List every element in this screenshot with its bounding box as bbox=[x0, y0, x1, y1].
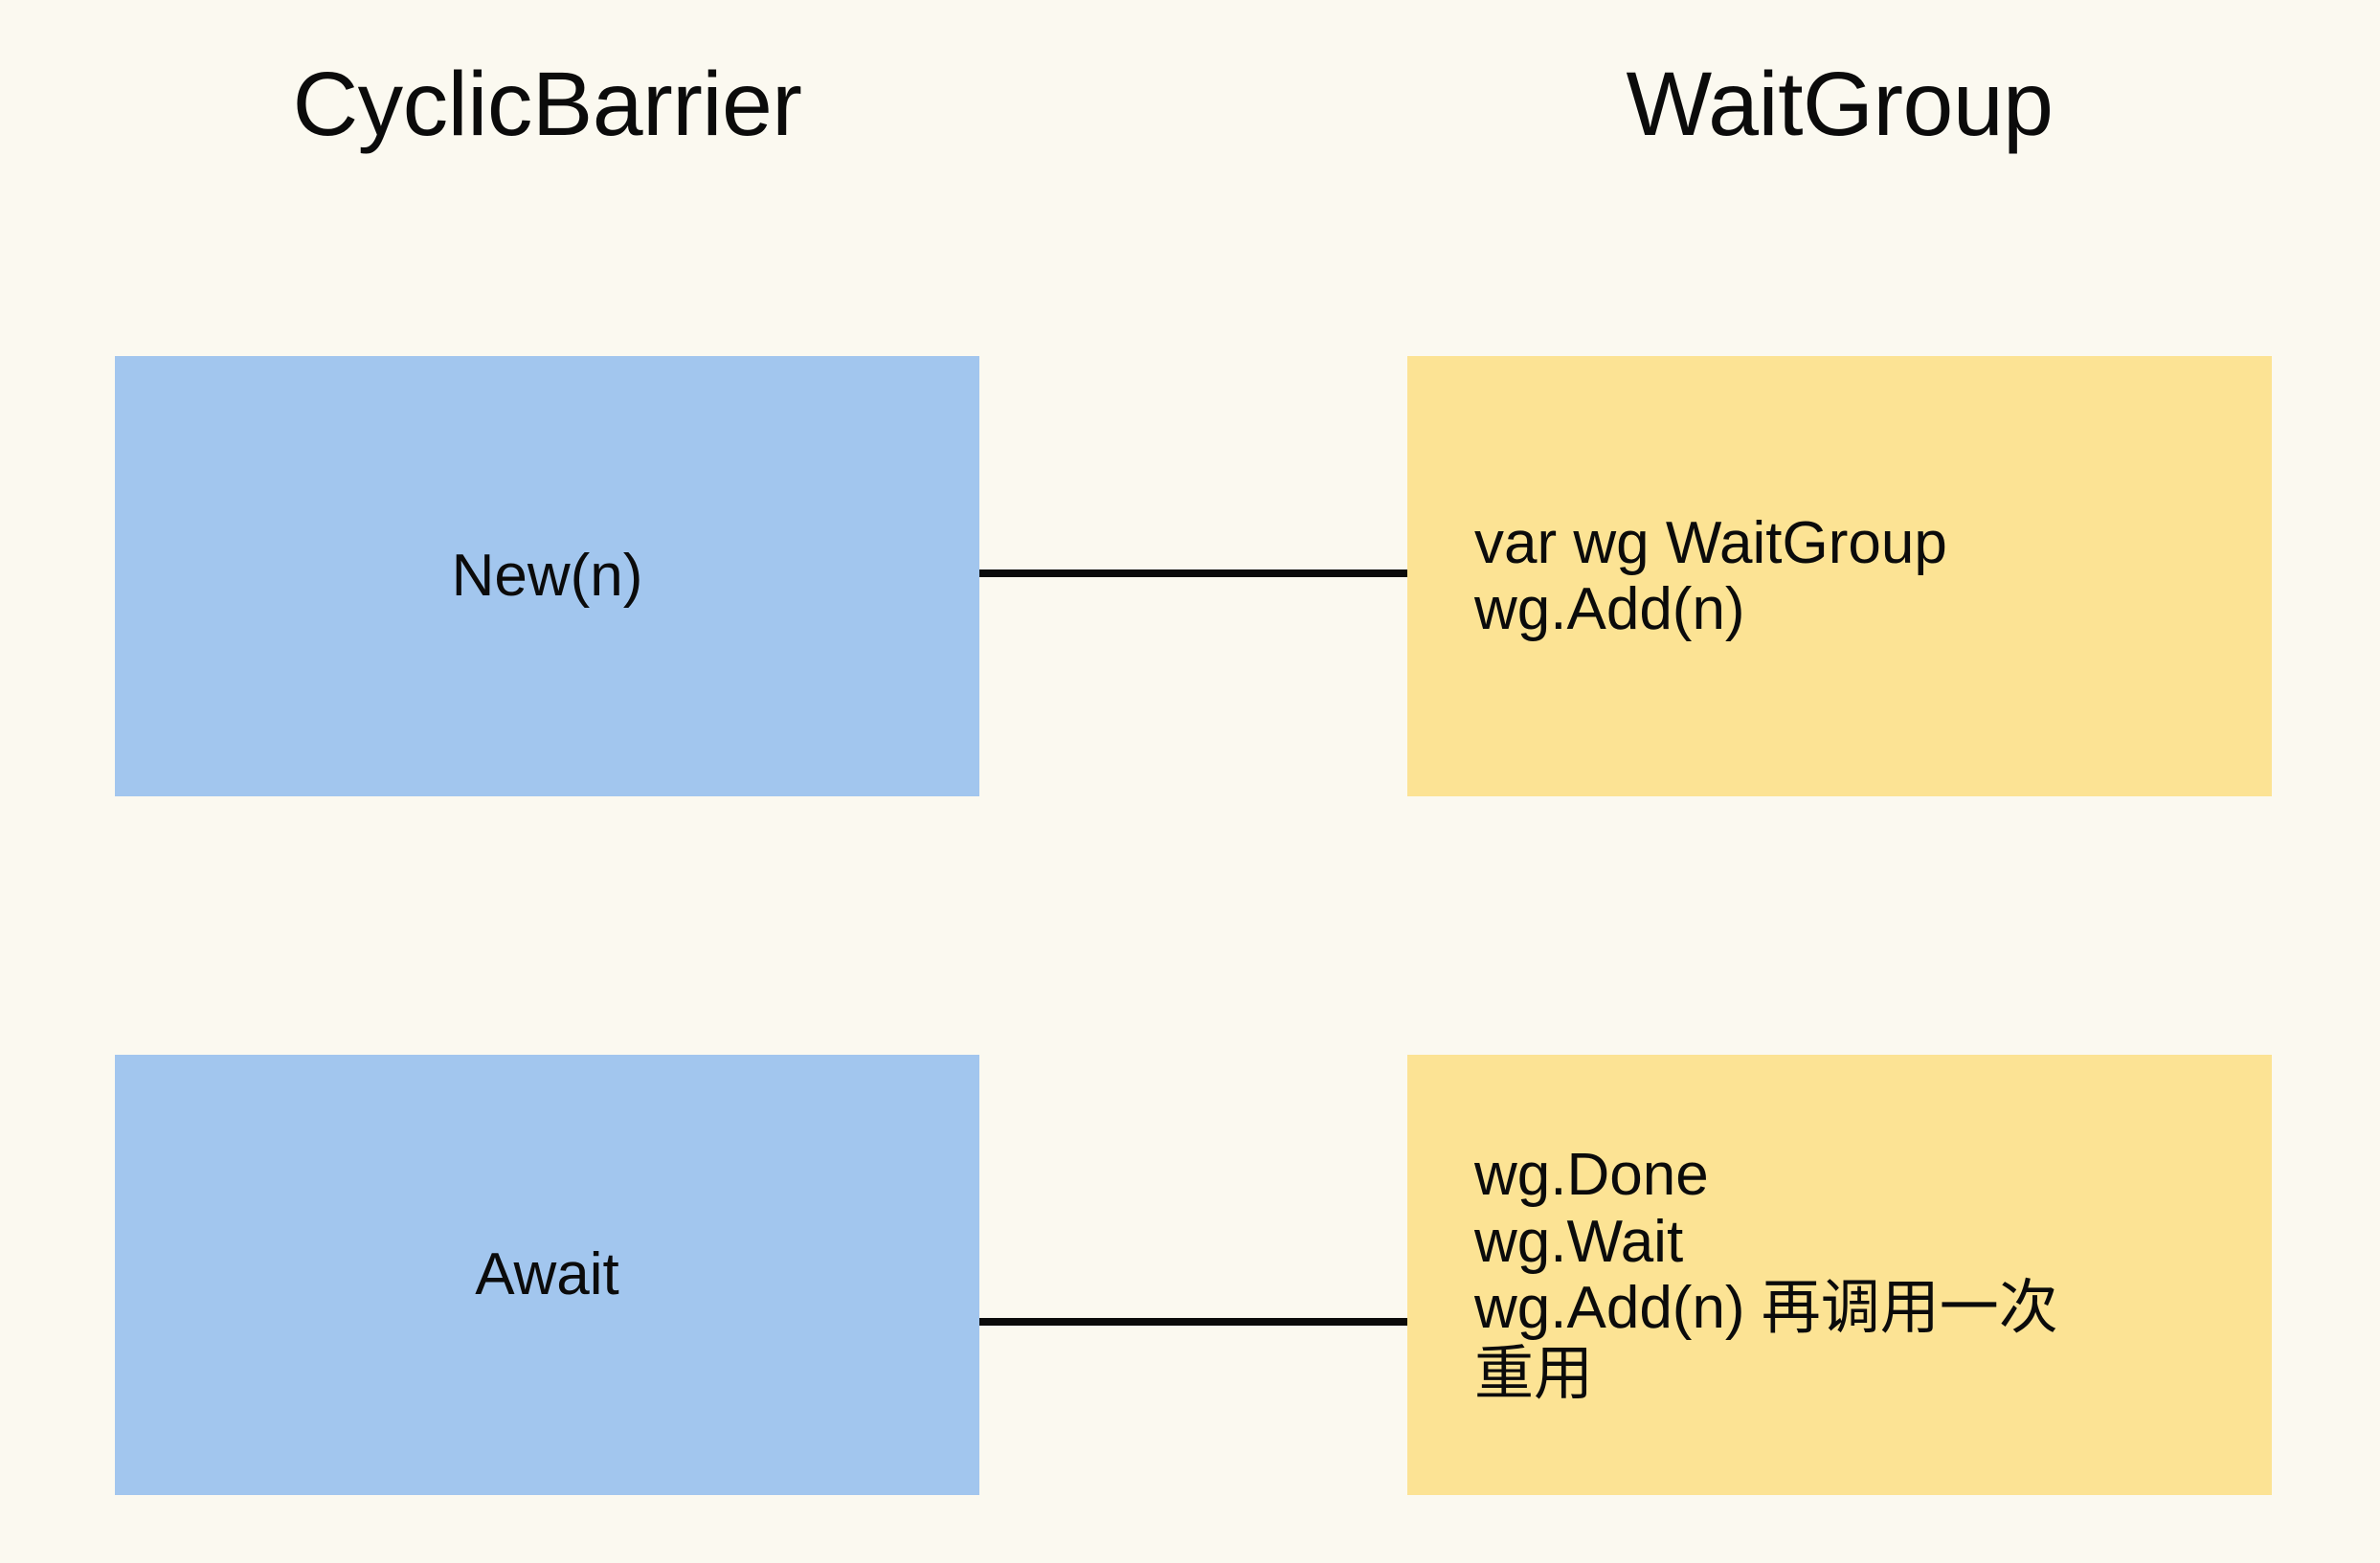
column-title-cyclicbarrier: CyclicBarrier bbox=[292, 54, 802, 155]
node-text-block: wg.Done wg.Wait wg.Add(n) 再调用一次 重用 bbox=[1407, 1142, 2093, 1408]
node-cyclicbarrier-await[interactable]: Await bbox=[115, 1055, 979, 1495]
node-label: Await bbox=[475, 1241, 619, 1308]
node-text-block: var wg WaitGroup wg.Add(n) bbox=[1407, 510, 1982, 643]
node-text-line: 重用 bbox=[1474, 1341, 1594, 1408]
node-text-line: wg.Add(n) bbox=[1474, 576, 1745, 642]
node-text-line: wg.Wait bbox=[1474, 1208, 1684, 1275]
connector-line-row1 bbox=[979, 569, 1407, 577]
node-cyclicbarrier-new[interactable]: New(n) bbox=[115, 356, 979, 796]
column-title-waitgroup: WaitGroup bbox=[1626, 54, 2054, 155]
node-text-line: var wg WaitGroup bbox=[1474, 509, 1947, 576]
node-text-line: wg.Add(n) 再调用一次 bbox=[1474, 1275, 2058, 1341]
connector-line-row2 bbox=[979, 1318, 1407, 1326]
node-waitgroup-create[interactable]: var wg WaitGroup wg.Add(n) bbox=[1407, 356, 2272, 796]
node-text-line: wg.Done bbox=[1474, 1142, 1709, 1209]
node-waitgroup-await[interactable]: wg.Done wg.Wait wg.Add(n) 再调用一次 重用 bbox=[1407, 1055, 2272, 1495]
node-label: New(n) bbox=[451, 543, 643, 610]
